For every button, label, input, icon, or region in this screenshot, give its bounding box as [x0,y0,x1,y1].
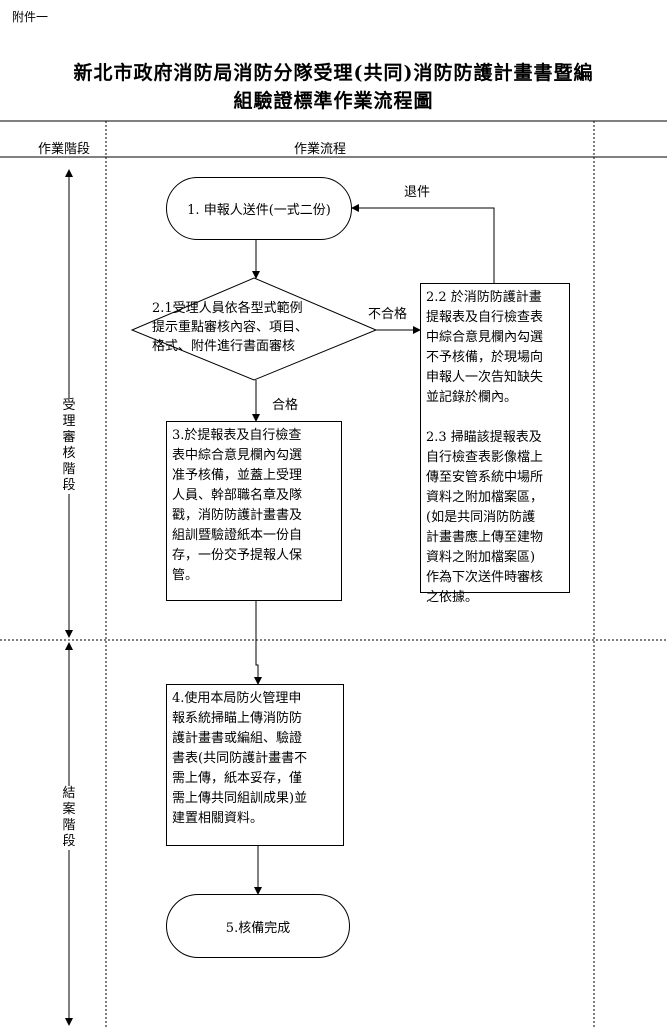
label-fail: 不合格 [368,307,408,322]
header-stage: 作業階段 [38,142,91,157]
title-line-2: 組驗證標準作業流程圖 [233,90,434,112]
start-node-text: 1. 申報人送件(一式二份) [187,203,331,218]
title-line-1: 新北市政府消防局消防分隊受理(共同)消防防護計畫書暨編 [73,62,594,84]
start-node: 1. 申報人送件(一式二份) [166,177,352,240]
arrow-return-to-n1 [351,204,495,283]
annex-label: 附件一 [12,10,49,24]
header-process: 作業流程 [294,142,347,157]
upload-process-box: 4.使用本局防火管理申 報系統掃瞄上傳消防防 護計畫書或編組、驗證 書表(共同防… [166,684,344,846]
end-node: 5.核備完成 [166,894,350,958]
label-pass: 合格 [272,398,299,413]
stage-label-closure: 結 案 階 段 [60,786,78,850]
approve-process-box: 3.於提報表及自行檢查 表中綜合意見欄內勾選 准予核備，並蓋上受理 人員、幹部職… [166,421,342,601]
end-node-text: 5.核備完成 [225,920,291,936]
reject-process-box: 2.2 於消防防護計畫 提報表及自行檢查表 中綜合意見欄內勾選 不予核備，於現場… [420,283,570,605]
decision-diamond [130,277,378,381]
label-return: 退件 [404,185,431,200]
stage-label-review: 受 理 審 核 階 段 [60,398,78,494]
decision-text: 2.1受理人員依各型式範例 提示重點審核內容、項目、 格式、附件進行書面審核 [152,301,309,354]
arrow-n3-to-n4 [254,601,262,685]
